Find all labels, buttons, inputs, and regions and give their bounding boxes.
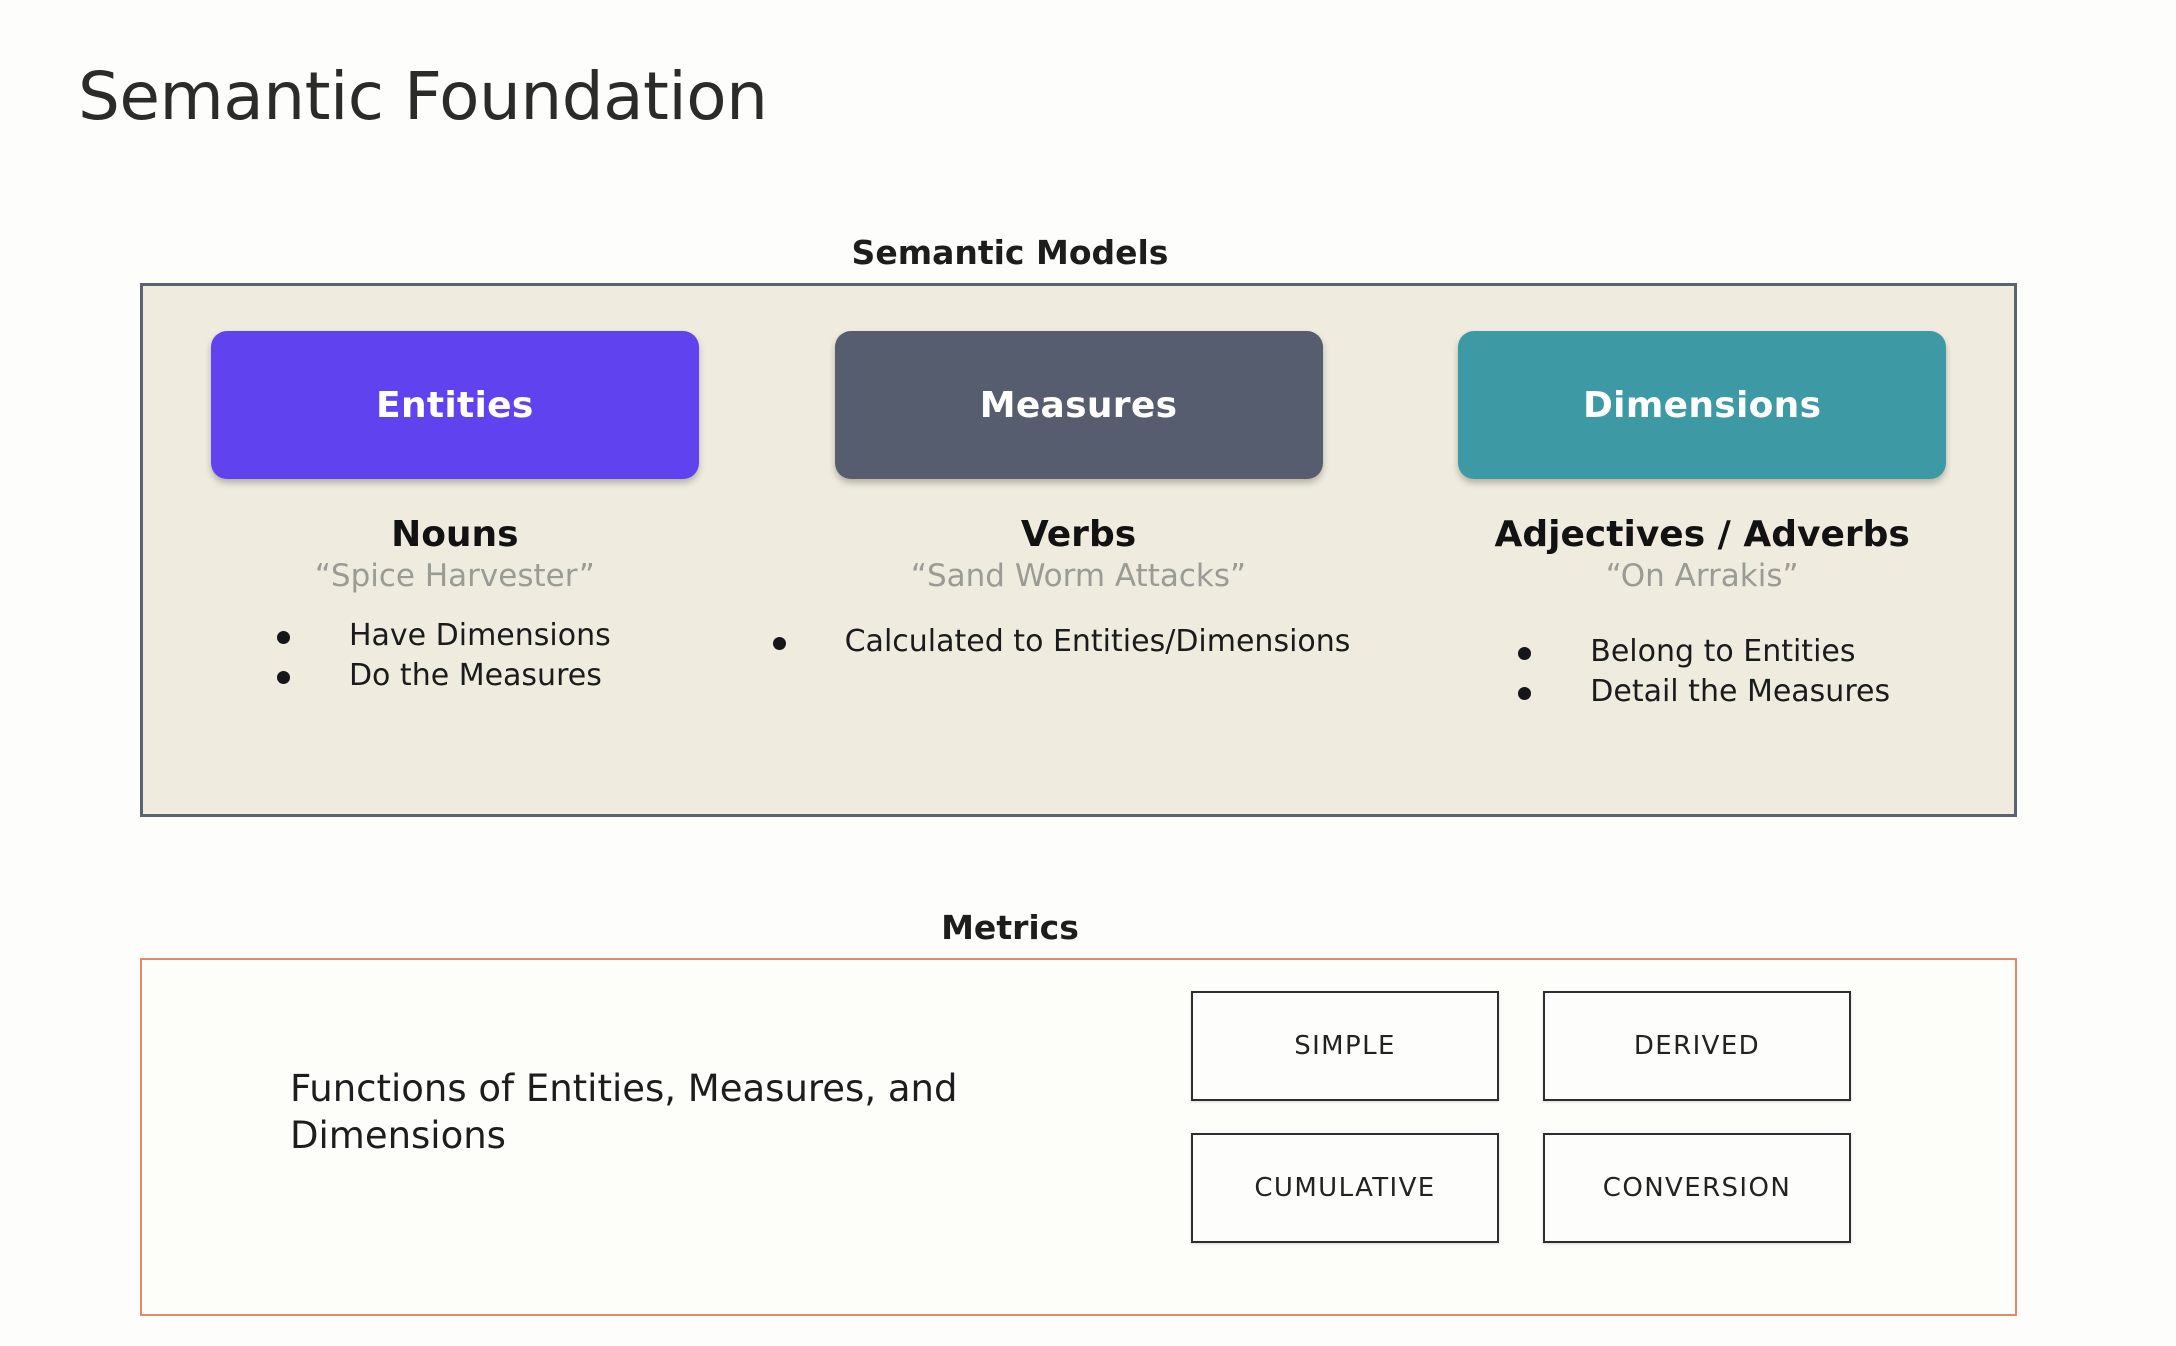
bullet-dot-icon	[1518, 646, 1532, 660]
example-phrase-dimensions: “On Arrakis”	[1605, 557, 1799, 594]
bullet-dot-icon	[276, 671, 290, 685]
part-of-speech-dimensions: Adjectives / Adverbs	[1494, 514, 1910, 555]
page-title: Semantic Foundation	[78, 58, 768, 135]
bullet-list-measures: Calculated to Entities/Dimensions	[772, 621, 1351, 661]
list-item-label: Detail the Measures	[1590, 674, 1891, 710]
chip-dimensions[interactable]: Dimensions	[1458, 331, 1947, 479]
metrics-description: Functions of Entities, Measures, and Dim…	[290, 1067, 958, 1158]
semantic-models-columns: Entities Nouns “Spice Harvester” Have Di…	[143, 286, 2014, 814]
part-of-speech-entities: Nouns	[391, 514, 519, 555]
semantic-column-dimensions: Dimensions Adjectives / Adverbs “On Arra…	[1390, 286, 2014, 814]
list-item: Calculated to Entities/Dimensions	[772, 623, 1351, 661]
list-item-label: Belong to Entities	[1590, 633, 1856, 669]
list-item-label: Have Dimensions	[348, 617, 611, 653]
metric-type-cumulative[interactable]: CUMULATIVE	[1191, 1133, 1499, 1243]
list-item: Belong to Entities	[1518, 633, 1890, 671]
semantic-column-measures: Measures Verbs “Sand Worm Attacks” Calcu…	[767, 286, 1391, 814]
semantic-column-entities: Entities Nouns “Spice Harvester” Have Di…	[143, 286, 767, 814]
list-item: Have Dimensions	[276, 617, 611, 655]
chip-measures[interactable]: Measures	[834, 331, 1323, 479]
semantic-models-panel: Entities Nouns “Spice Harvester” Have Di…	[140, 283, 2017, 817]
metric-type-simple[interactable]: SIMPLE	[1191, 991, 1499, 1101]
part-of-speech-measures: Verbs	[1020, 514, 1137, 555]
bullet-list-dimensions: Belong to Entities Detail the Measures	[1518, 631, 1890, 712]
bullet-dot-icon	[276, 630, 290, 644]
metrics-section-label: Metrics	[941, 908, 1079, 947]
example-phrase-entities: “Spice Harvester”	[314, 557, 595, 594]
metric-type-derived[interactable]: DERIVED	[1543, 991, 1851, 1101]
metric-types-grid: SIMPLE DERIVED CUMULATIVE CONVERSION	[1191, 991, 1851, 1243]
bullet-dot-icon	[772, 636, 786, 650]
chip-entities[interactable]: Entities	[210, 331, 699, 479]
bullet-list-entities: Have Dimensions Do the Measures	[276, 615, 611, 696]
bullet-dot-icon	[1518, 687, 1532, 701]
example-phrase-measures: “Sand Worm Attacks”	[910, 557, 1247, 594]
metrics-panel: Functions of Entities, Measures, and Dim…	[140, 958, 2017, 1316]
semantic-models-section-label: Semantic Models	[851, 233, 1169, 272]
metric-type-conversion[interactable]: CONVERSION	[1543, 1133, 1851, 1243]
list-item: Detail the Measures	[1518, 673, 1890, 711]
list-item: Do the Measures	[276, 657, 611, 695]
list-item-label: Calculated to Entities/Dimensions	[844, 623, 1351, 659]
list-item-label: Do the Measures	[348, 658, 602, 694]
